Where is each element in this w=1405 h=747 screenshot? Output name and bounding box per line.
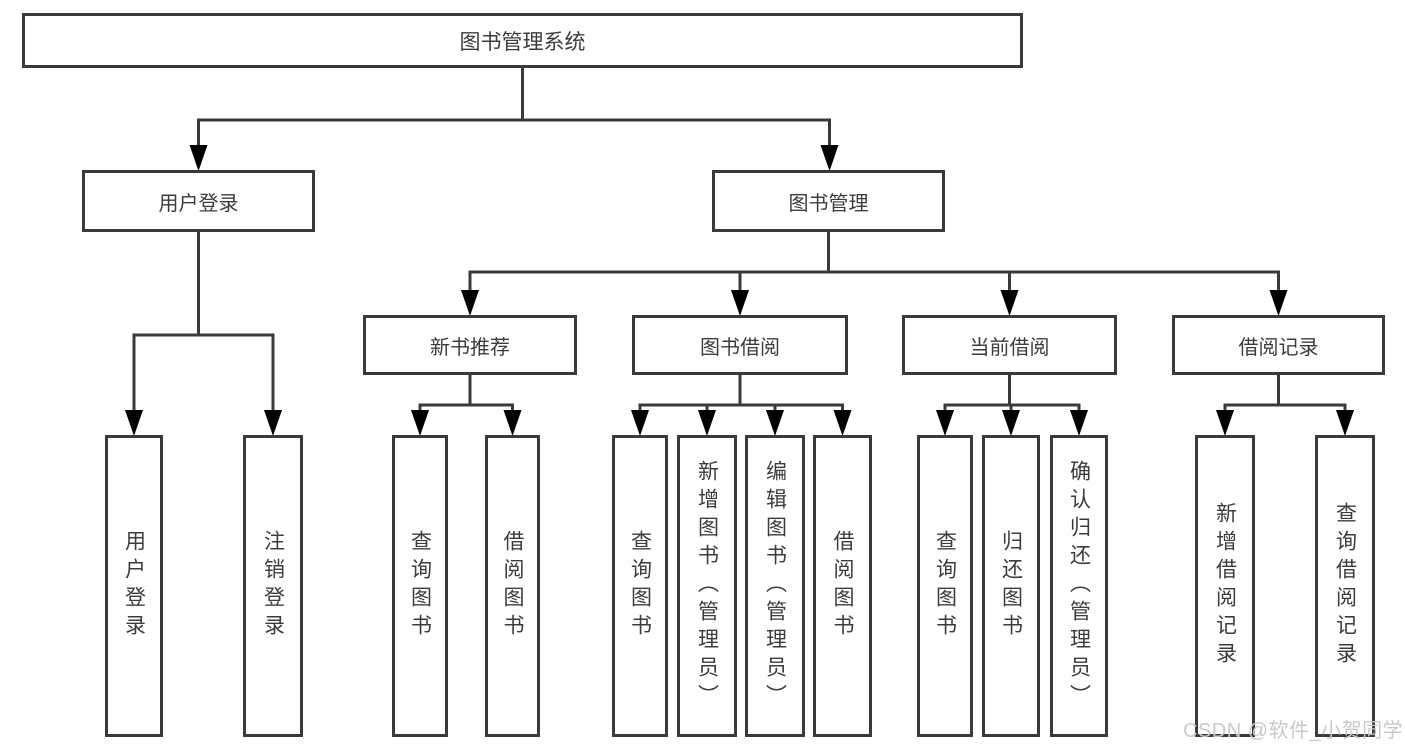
connector-book-borrowing-children [631, 375, 852, 436]
csdn-watermark: CSDN @软件_小贺同学 [1183, 720, 1404, 742]
connector-user-login-children [125, 232, 282, 436]
node-borrow-book-2: 借阅图书 [813, 435, 872, 737]
node-borrowing-records: 借阅记录 [1172, 315, 1385, 375]
node-search-books-1: 查询图书 [392, 435, 448, 737]
connector-borrowing-records-children [1216, 375, 1354, 436]
node-book-management: 图书管理 [712, 170, 945, 232]
node-current-borrowing: 当前借阅 [902, 315, 1117, 375]
node-return-book: 归还图书 [982, 435, 1040, 737]
node-new-book-recommendation: 新书推荐 [363, 315, 577, 375]
node-add-book-admin: 新增图书（管理员） [677, 435, 737, 737]
node-book-borrowing: 图书借阅 [632, 315, 848, 375]
node-search-books-3: 查询图书 [917, 435, 973, 737]
node-search-books-2: 查询图书 [612, 435, 668, 737]
node-borrow-book-1: 借阅图书 [485, 435, 540, 737]
connector-book-management-children [461, 232, 1288, 316]
node-logout: 注销登录 [243, 435, 303, 737]
node-user-login: 用户登录 [82, 170, 315, 232]
node-confirm-return-admin: 确认归还（管理员） [1050, 435, 1108, 737]
connector-new-book-children [411, 375, 522, 436]
node-search-borrow-record: 查询借阅记录 [1315, 435, 1375, 737]
connector-root-to-level2 [189, 68, 839, 171]
node-edit-book-admin: 编辑图书（管理员） [745, 435, 805, 737]
node-user-login-leaf: 用户登录 [105, 435, 163, 737]
node-add-borrow-record: 新增借阅记录 [1195, 435, 1255, 737]
connector-current-borrowing-children [936, 375, 1088, 436]
node-library-management-system: 图书管理系统 [22, 13, 1023, 68]
